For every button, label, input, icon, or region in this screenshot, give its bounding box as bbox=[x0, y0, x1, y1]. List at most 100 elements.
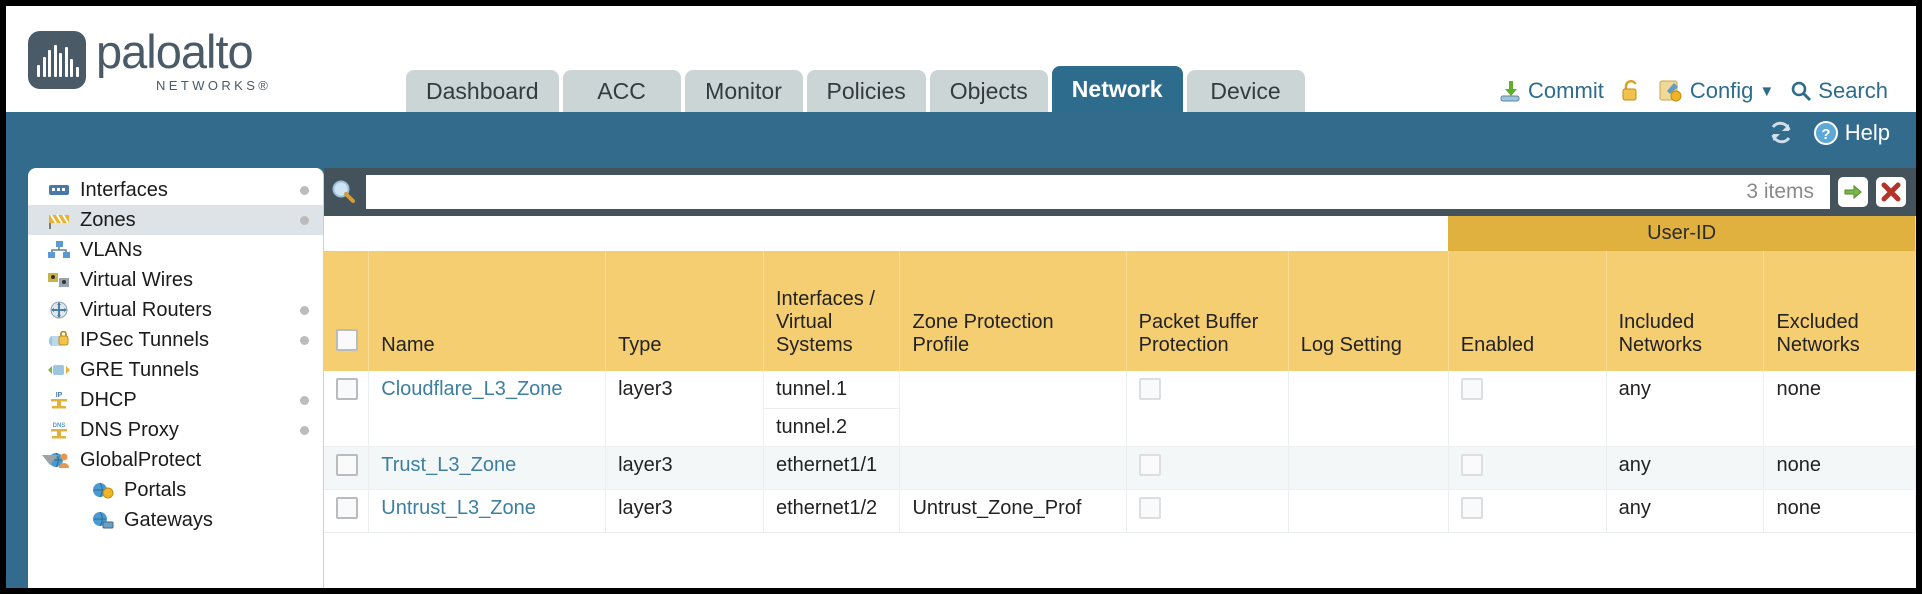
column-header-excluded-networks[interactable]: Excluded Networks bbox=[1763, 251, 1916, 371]
column-header-interfaces-virtual-systems[interactable]: Interfaces / Virtual Systems bbox=[763, 251, 901, 371]
config-dropdown[interactable]: Config ▼ bbox=[1658, 78, 1774, 104]
tab-policies[interactable]: Policies bbox=[806, 70, 926, 112]
cell-packet-buffer-protection[interactable] bbox=[1126, 446, 1289, 490]
table-group-header-row: User-ID bbox=[324, 216, 1916, 251]
row-select-cell[interactable] bbox=[324, 371, 370, 447]
search-button[interactable]: Search bbox=[1790, 78, 1888, 104]
group-header-userid: User-ID bbox=[1448, 216, 1916, 251]
refresh-icon[interactable] bbox=[1767, 120, 1795, 146]
column-header-log-setting[interactable]: Log Setting bbox=[1288, 251, 1449, 371]
tab-network[interactable]: Network bbox=[1051, 66, 1183, 112]
enabled-checkbox[interactable] bbox=[1460, 497, 1483, 519]
cell-name[interactable]: Untrust_L3_Zone bbox=[368, 489, 607, 533]
row-checkbox[interactable] bbox=[336, 497, 358, 519]
sidebar-item-label: DNS Proxy bbox=[80, 418, 179, 441]
tab-acc[interactable]: ACC bbox=[562, 70, 681, 112]
column-header-included-networks[interactable]: Included Networks bbox=[1606, 251, 1765, 371]
sidebar-item-interfaces[interactable]: Interfaces bbox=[28, 175, 323, 205]
column-header-zone-protection-profile[interactable]: Zone Protection Profile bbox=[899, 251, 1127, 371]
gateways-icon bbox=[90, 510, 116, 530]
ipsec-tunnels-icon bbox=[46, 330, 72, 350]
filter-input[interactable]: 3 items bbox=[366, 175, 1830, 209]
sidebar-item-gre-tunnels[interactable]: GRE Tunnels bbox=[28, 355, 323, 385]
sidebar-item-portals[interactable]: Portals bbox=[28, 475, 323, 505]
cell-interfaces: ethernet1/1 bbox=[763, 446, 901, 490]
status-dot bbox=[300, 185, 309, 195]
cell-log-setting bbox=[1288, 446, 1449, 490]
interface-value: ethernet1/2 bbox=[775, 497, 878, 519]
cell-enabled[interactable] bbox=[1448, 489, 1607, 533]
cell-interfaces: ethernet1/2 bbox=[763, 489, 901, 533]
cell-zone-protection-profile bbox=[899, 446, 1127, 490]
lock-button[interactable] bbox=[1620, 79, 1642, 103]
cell-name[interactable]: Cloudflare_L3_Zone bbox=[368, 371, 607, 447]
select-all-checkbox[interactable] bbox=[336, 329, 358, 351]
column-header-type[interactable]: Type bbox=[605, 251, 764, 371]
sidebar-item-virtual-routers[interactable]: Virtual Routers bbox=[28, 295, 323, 325]
row-checkbox[interactable] bbox=[336, 454, 358, 476]
cell-packet-buffer-protection[interactable] bbox=[1126, 371, 1289, 447]
brand-logo[interactable]: paloalto NETWORKS® bbox=[28, 28, 271, 92]
interface-value: tunnel.2 bbox=[775, 416, 848, 438]
svg-text:DNS: DNS bbox=[53, 423, 66, 429]
row-select-cell[interactable] bbox=[324, 489, 370, 533]
cell-name[interactable]: Trust_L3_Zone bbox=[368, 446, 607, 490]
enabled-checkbox[interactable] bbox=[1460, 454, 1483, 476]
column-header-name[interactable]: Name bbox=[368, 251, 607, 371]
sidebar-item-virtual-wires[interactable]: Virtual Wires bbox=[28, 265, 323, 295]
packet-buffer-protection-checkbox[interactable] bbox=[1138, 378, 1161, 400]
row-checkbox[interactable] bbox=[336, 378, 358, 400]
column-header-enabled[interactable]: Enabled bbox=[1448, 251, 1607, 371]
help-button[interactable]: ? Help bbox=[1813, 120, 1890, 146]
column-header-packet-buffer-protection[interactable]: Packet Buffer Protection bbox=[1126, 251, 1289, 371]
commit-button[interactable]: Commit bbox=[1498, 78, 1604, 104]
zone-name-link[interactable]: Trust_L3_Zone bbox=[381, 454, 517, 476]
sidebar-item-zones[interactable]: Zones bbox=[28, 205, 323, 235]
tab-dashboard[interactable]: Dashboard bbox=[406, 70, 559, 112]
sidebar-item-vlans[interactable]: VLANs bbox=[28, 235, 323, 265]
main-content: 3 items bbox=[324, 168, 1916, 588]
tab-device[interactable]: Device bbox=[1186, 70, 1305, 112]
sidebar-item-dns-proxy[interactable]: DNS DNS Proxy bbox=[28, 415, 323, 445]
cell-enabled[interactable] bbox=[1448, 371, 1607, 447]
select-all-header[interactable] bbox=[324, 251, 370, 371]
enabled-checkbox[interactable] bbox=[1460, 378, 1483, 400]
tab-objects[interactable]: Objects bbox=[929, 70, 1048, 112]
sidebar-item-label: IPSec Tunnels bbox=[80, 328, 209, 351]
zone-name-link[interactable]: Untrust_L3_Zone bbox=[381, 497, 536, 519]
sidebar-item-gateways[interactable]: Gateways bbox=[28, 505, 323, 535]
cell-enabled[interactable] bbox=[1448, 446, 1607, 490]
cell-packet-buffer-protection[interactable] bbox=[1126, 489, 1289, 533]
tab-monitor[interactable]: Monitor bbox=[684, 70, 803, 112]
zones-icon bbox=[46, 210, 72, 230]
zone-name-link[interactable]: Cloudflare_L3_Zone bbox=[381, 378, 563, 400]
search-icon[interactable] bbox=[330, 178, 358, 206]
sidebar-item-ipsec-tunnels[interactable]: IPSec Tunnels bbox=[28, 325, 323, 355]
row-select-cell[interactable] bbox=[324, 446, 370, 490]
sidebar-item-label: Interfaces bbox=[80, 178, 168, 201]
sidebar-item-globalprotect[interactable]: GlobalProtect bbox=[28, 445, 323, 475]
cell-zone-protection-profile: Untrust_Zone_Prof bbox=[899, 489, 1127, 533]
apply-filter-button[interactable] bbox=[1838, 177, 1868, 207]
table-row[interactable]: Untrust_L3_Zone layer3 ethernet1/2 Untrust_… bbox=[324, 489, 1916, 533]
apply-filter-arrow-icon bbox=[1844, 184, 1862, 200]
packet-buffer-protection-checkbox[interactable] bbox=[1138, 454, 1161, 476]
cell-type: layer3 bbox=[605, 371, 764, 447]
cell-type: layer3 bbox=[605, 446, 764, 490]
packet-buffer-protection-checkbox[interactable] bbox=[1138, 497, 1161, 519]
gre-tunnels-icon bbox=[46, 360, 72, 380]
clear-filter-button[interactable] bbox=[1876, 177, 1906, 207]
status-dot bbox=[300, 395, 309, 405]
cell-type: layer3 bbox=[605, 489, 764, 533]
search-label: Search bbox=[1818, 78, 1888, 103]
expand-caret-icon[interactable] bbox=[42, 455, 58, 465]
cell-excluded-networks: none bbox=[1763, 446, 1916, 490]
status-dot bbox=[300, 335, 309, 345]
